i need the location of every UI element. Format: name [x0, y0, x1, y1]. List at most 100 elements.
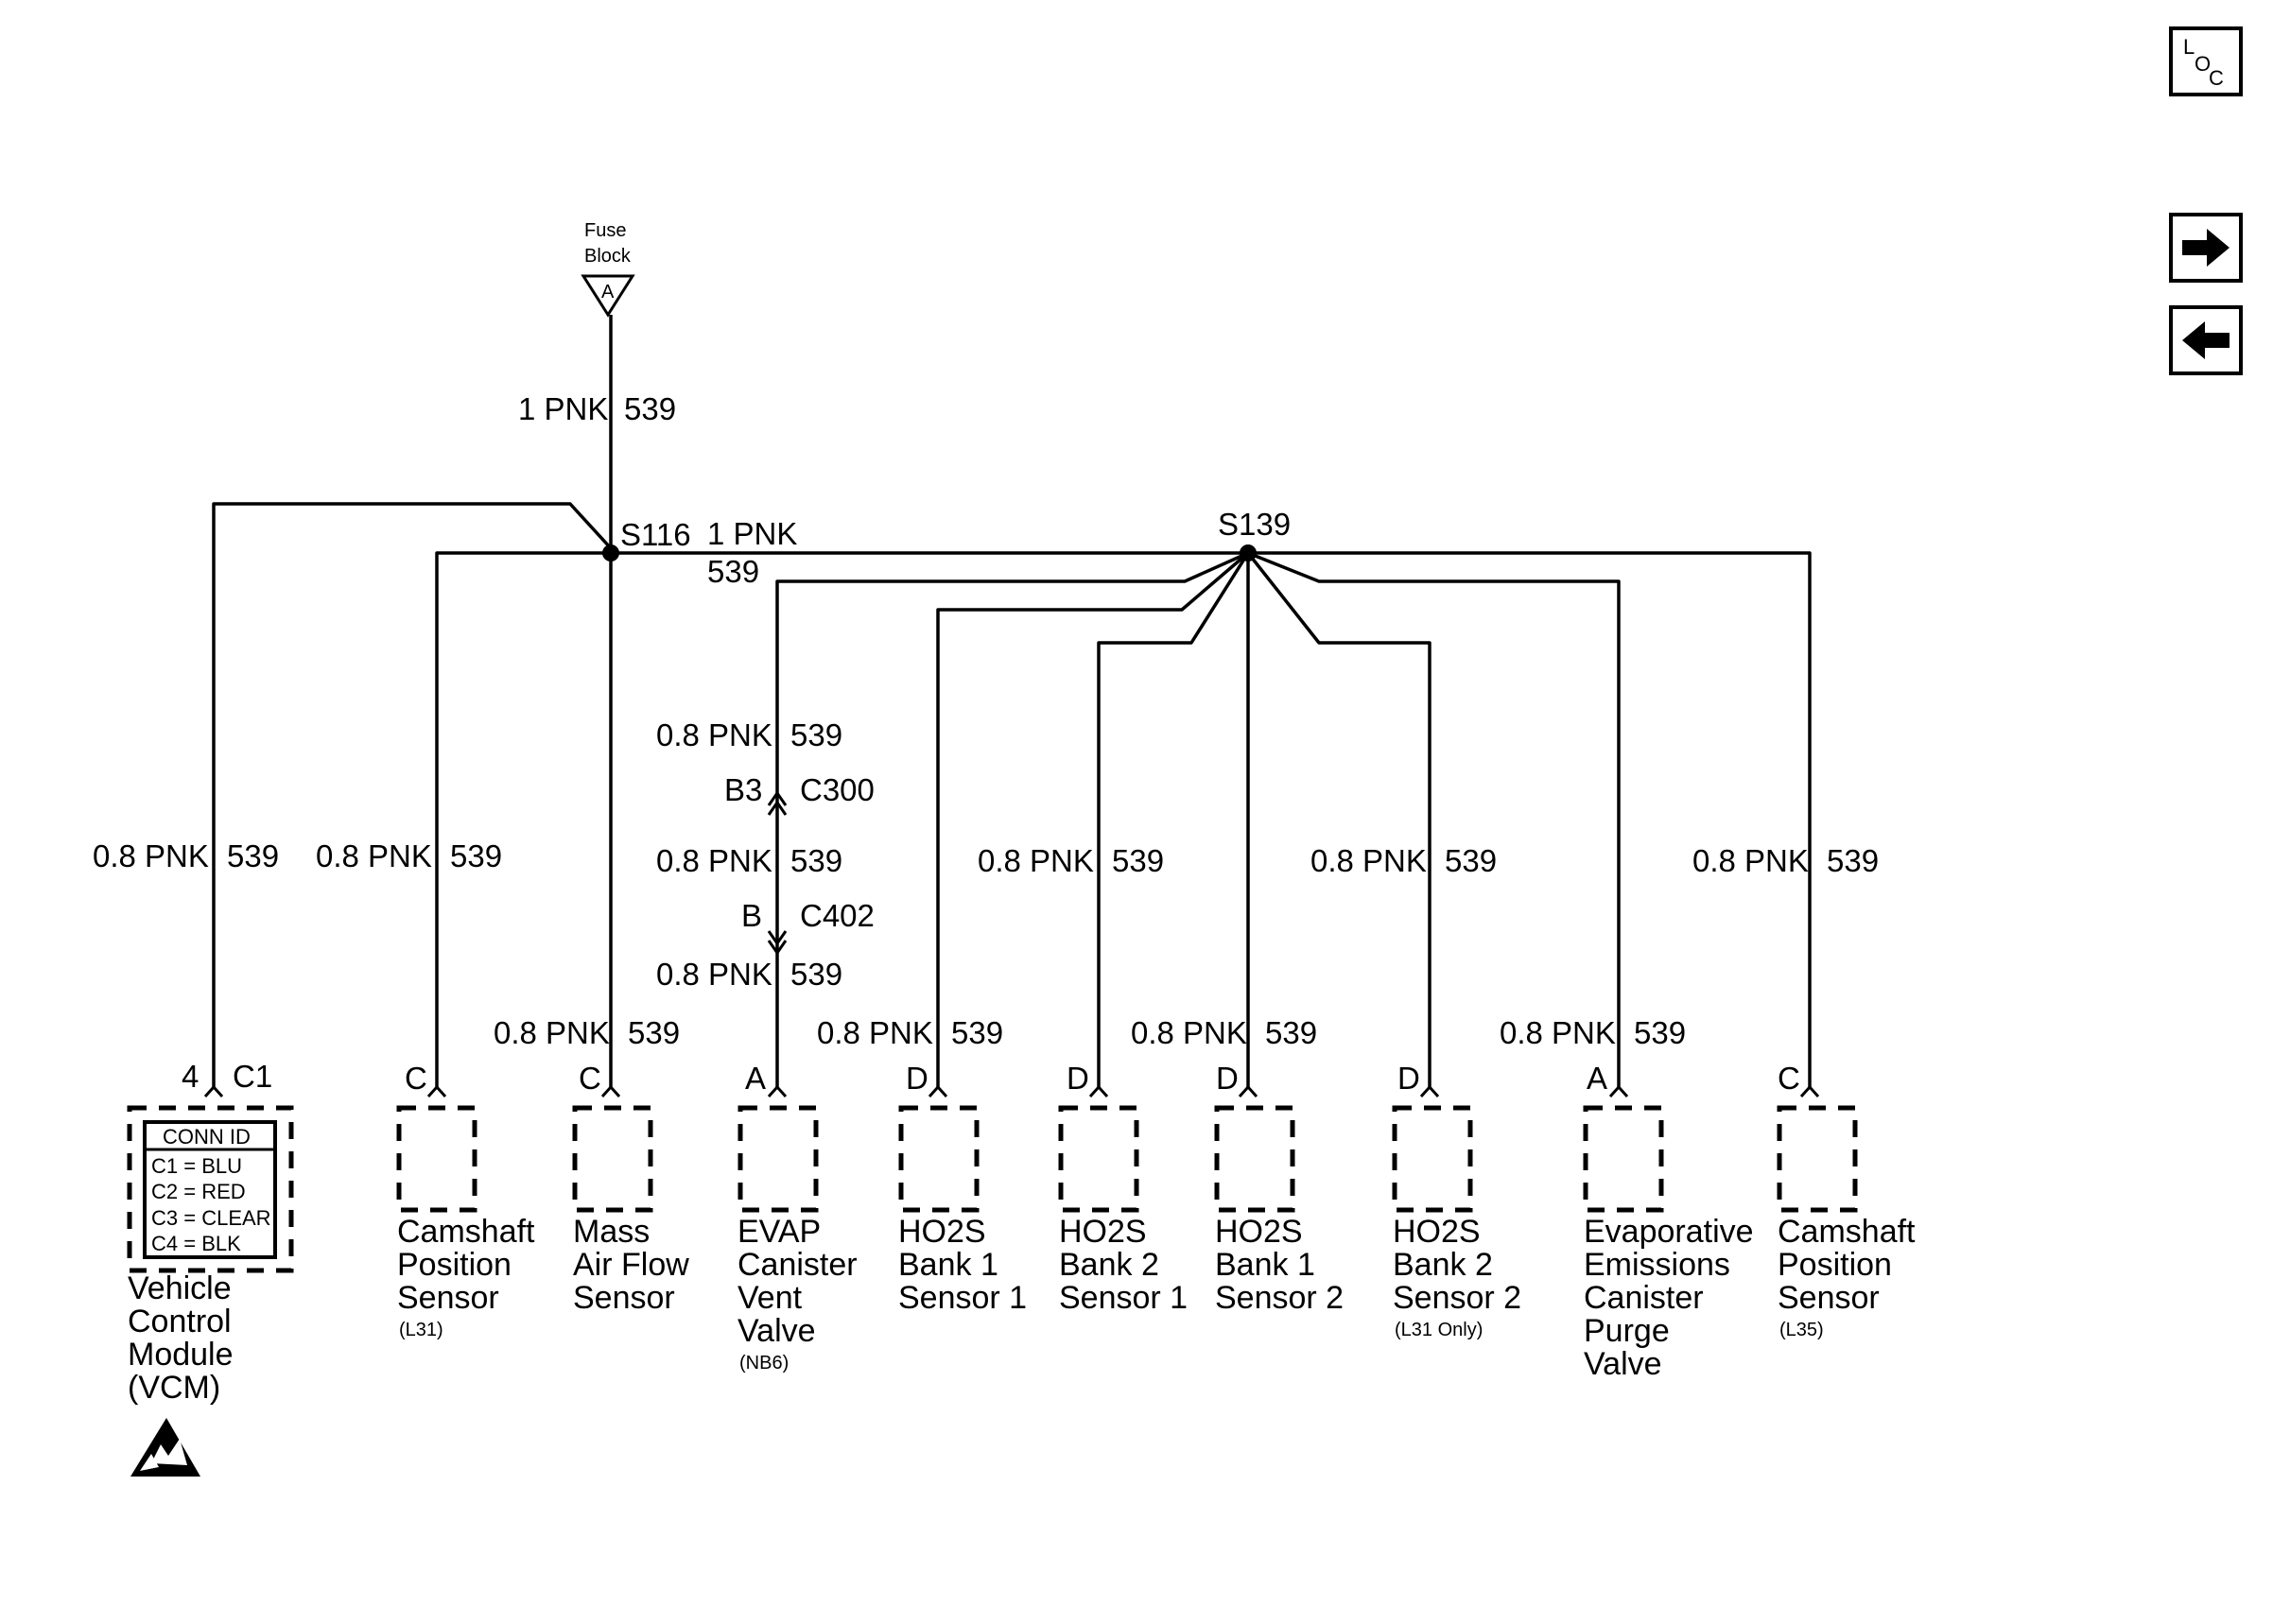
ho2s-b2s1-wire-gauge: 0.8 PNK: [978, 843, 1094, 878]
component-name-line: HO2S: [1215, 1214, 1303, 1250]
svg-text:O: O: [2195, 52, 2211, 76]
component-name-line: HO2S: [898, 1214, 986, 1250]
component-box: [572, 1105, 653, 1213]
component-pin: D: [906, 1061, 928, 1096]
c300-pin: B3: [724, 772, 762, 807]
component-pin: A: [745, 1061, 766, 1096]
ho2s-b1s2-wire-gauge: 0.8 PNK: [1131, 1015, 1247, 1050]
main-wire-circuit: 539: [624, 391, 676, 426]
component-name-line: Sensor: [1778, 1280, 1880, 1316]
conn-id-row-2: C2 = RED: [151, 1180, 246, 1203]
component-pin: A: [1587, 1061, 1607, 1096]
c402-pin: B: [741, 898, 762, 933]
component-name-line: Camshaft: [1778, 1214, 1916, 1250]
component-pin: D: [1397, 1061, 1420, 1096]
component-name-line: Sensor: [573, 1280, 675, 1316]
component-box: [737, 1105, 819, 1213]
vcm-component: 4 C1 CONN ID C1 = BLU C2 = RED C3 = CLEA…: [127, 1059, 294, 1477]
wires: [212, 315, 1812, 1087]
splice-s116-label: S116: [620, 517, 691, 552]
evap-wire1-gauge: 0.8 PNK: [656, 717, 772, 752]
component-box: [1777, 1105, 1858, 1213]
cam-l35-wire-gauge: 0.8 PNK: [1692, 843, 1809, 878]
component-name-line: Sensor 2: [1393, 1280, 1521, 1316]
component-name-line: Mass: [573, 1214, 650, 1250]
ho2s-b2s2-wire-gauge: 0.8 PNK: [1310, 843, 1427, 878]
component-name-line: Valve: [1584, 1346, 1662, 1382]
back-button[interactable]: [2169, 305, 2243, 375]
component-name-line: Canister: [737, 1247, 858, 1283]
splice-s139-label: S139: [1218, 507, 1291, 542]
forward-button[interactable]: [2169, 213, 2243, 283]
cam-l35-wire-circuit: 539: [1827, 843, 1879, 878]
bus-wire-gauge: 1 PNK: [707, 516, 797, 551]
component-name-line: Sensor 2: [1215, 1280, 1344, 1316]
splice-s139-dot: [1240, 544, 1257, 561]
connector-caret: [1419, 1084, 1440, 1098]
component-pin: C: [405, 1061, 427, 1096]
component-name-line: Camshaft: [397, 1214, 535, 1250]
ho2s-b1s1-wire-gauge: 0.8 PNK: [817, 1015, 933, 1050]
component-pin: C: [1778, 1061, 1800, 1096]
cam-l31-wire-circuit: 539: [450, 838, 502, 873]
ho2s-b2s1-wire-circuit: 539: [1112, 843, 1164, 878]
vcm-pin: 4: [182, 1059, 199, 1094]
connector-caret: [1088, 1084, 1109, 1098]
component-note: (L31 Only): [1395, 1320, 1483, 1340]
branch-labels: 0.8 PNK 539 0.8 PNK 539 0.8 PNK 539 0.8 …: [93, 717, 1879, 1050]
ho2s-b1s2-wire-circuit: 539: [1265, 1015, 1317, 1050]
ho2s-b2s2-wire-circuit: 539: [1445, 843, 1497, 878]
c402-name: C402: [800, 898, 875, 933]
loc-button[interactable]: L O C: [2169, 26, 2243, 96]
component-name-line: Purge: [1584, 1313, 1670, 1349]
splice-s116-dot: [602, 544, 619, 561]
connector-caret: [1608, 1084, 1629, 1098]
component-name-line: Sensor 1: [898, 1280, 1027, 1316]
component-box: [898, 1105, 980, 1213]
component-box: [396, 1105, 477, 1213]
ho2s-b1s1-wire-circuit: 539: [951, 1015, 1003, 1050]
component-name-line: Emissions: [1584, 1247, 1730, 1283]
purge-wire-circuit: 539: [1634, 1015, 1686, 1050]
connector-c300: B3 C300: [724, 772, 875, 816]
maf-wire-gauge: 0.8 PNK: [494, 1015, 610, 1050]
esd-warning-icon: [130, 1418, 200, 1477]
connector-c402: B C402: [741, 898, 875, 956]
conn-id-row-4: C4 = BLK: [151, 1232, 241, 1255]
component-name-line: Air Flow: [573, 1247, 689, 1283]
fuse-terminal: A: [601, 282, 615, 302]
vcm-wire-gauge: 0.8 PNK: [93, 838, 209, 873]
component-name-line: EVAP: [737, 1214, 821, 1250]
component-name-line: Valve: [737, 1313, 816, 1349]
cam-l31-wire-gauge: 0.8 PNK: [316, 838, 432, 873]
evap-wire1-circuit: 539: [790, 717, 842, 752]
vcm-connector: C1: [233, 1059, 272, 1094]
connector-caret: [928, 1084, 948, 1098]
arrow-right-icon: [2182, 229, 2230, 267]
component-pin: D: [1216, 1061, 1239, 1096]
component-name-line: Canister: [1584, 1280, 1704, 1316]
evap-wire3-gauge: 0.8 PNK: [656, 957, 772, 992]
fuse-label-line2: Block: [584, 246, 632, 267]
maf-wire-circuit: 539: [628, 1015, 680, 1050]
component-box: [1214, 1105, 1295, 1213]
fuse-block: Fuse Block A: [581, 220, 635, 318]
component-name-line: Sensor 1: [1059, 1280, 1188, 1316]
arrow-left-icon: [2182, 321, 2230, 359]
component-name-line: Bank 1: [898, 1247, 998, 1283]
connector-caret: [1799, 1084, 1820, 1098]
conn-id-row-3: C3 = CLEAR: [151, 1206, 271, 1230]
purge-wire-gauge: 0.8 PNK: [1500, 1015, 1616, 1050]
vcm-name-line2: Control: [128, 1304, 232, 1339]
component-name-line: Evaporative: [1584, 1214, 1754, 1250]
evap-wire2-gauge: 0.8 PNK: [656, 843, 772, 878]
